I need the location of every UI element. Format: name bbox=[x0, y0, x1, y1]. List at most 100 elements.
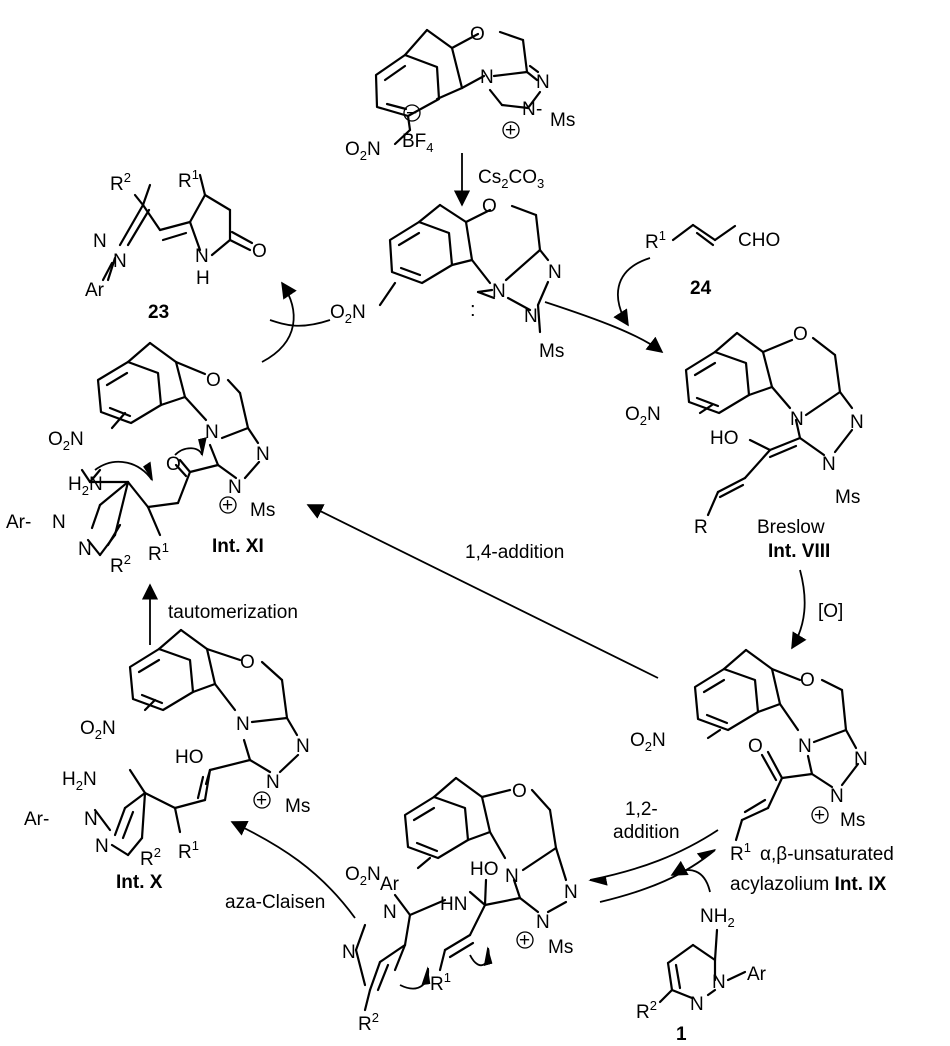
precat-bf4-label: BF4 bbox=[402, 131, 434, 155]
int-x-ho-label: HO bbox=[175, 747, 204, 768]
hemiaminal-ho-label: HO bbox=[470, 859, 499, 880]
hemiaminal-ar-label: Ar bbox=[380, 874, 400, 895]
int-xi-n-atom: N bbox=[205, 422, 219, 443]
int-xi-curly-arrow-1 bbox=[94, 461, 153, 482]
carbene-n-atom: N bbox=[492, 281, 506, 302]
addition-14-arrow bbox=[306, 504, 659, 679]
int-x-ar-label: Ar‑ bbox=[24, 809, 49, 830]
product-n2-atom: N bbox=[113, 251, 127, 272]
int-x-o2n-label: O2N bbox=[80, 718, 116, 742]
int-xi-keto-o: O bbox=[166, 454, 181, 475]
product-n1-atom: N bbox=[93, 231, 107, 252]
product-o-atom: O bbox=[252, 241, 267, 262]
equilibrium-reverse-arrow bbox=[599, 848, 717, 903]
int-xi-r2-label: R2 bbox=[110, 552, 131, 577]
int-x-r1-label: R1 bbox=[178, 838, 199, 863]
product-nh-n: N bbox=[195, 246, 209, 267]
aminopyrazole-nh2-label: NH2 bbox=[700, 906, 735, 930]
carbene-o2n-label: O2N bbox=[330, 302, 366, 326]
int-xi-ms-label: Ms bbox=[250, 500, 275, 521]
precat-minus-circle bbox=[403, 104, 421, 122]
int-xi-curly-arrow-2 bbox=[174, 437, 207, 457]
product-nh-h: H bbox=[196, 268, 210, 289]
int-xi-n-pyrazole: N bbox=[52, 512, 66, 533]
hemiaminal-curly-arrow-1 bbox=[399, 966, 431, 990]
product-release-arrow bbox=[261, 281, 297, 363]
hemiaminal-structure bbox=[354, 776, 568, 1012]
int-ix-n2-atom: N bbox=[854, 749, 868, 770]
int-x-n2-atom: N bbox=[296, 736, 310, 757]
carbene-ms-label: Ms bbox=[539, 341, 564, 362]
precatalyst-structure bbox=[374, 28, 542, 146]
hemiaminal-ms-label: Ms bbox=[548, 937, 573, 958]
tautomerization-label: tautomerization bbox=[168, 602, 298, 623]
aldehyde-cho-label: CHO bbox=[738, 230, 780, 251]
aminopyrazole-n2-atom: N bbox=[690, 994, 704, 1015]
int-x-n-atom: N bbox=[236, 714, 250, 735]
oxidation-arrow bbox=[791, 569, 807, 650]
compound-23-label: 23 bbox=[148, 302, 169, 323]
int-xi-ar-label: Ar‑ bbox=[6, 512, 31, 533]
int-xi-plus-circle bbox=[219, 496, 237, 514]
product-23-structure bbox=[101, 173, 254, 282]
precat-o2n-label: O2N bbox=[345, 139, 381, 163]
int-x-ms-label: Ms bbox=[285, 796, 310, 817]
release-arrow-a bbox=[269, 319, 331, 327]
precat-ms-label: ‑ bbox=[536, 99, 542, 120]
breslow-ho-label: HO bbox=[710, 428, 739, 449]
precat-n-atom: N bbox=[480, 67, 494, 88]
int-x-r2-label: R2 bbox=[140, 845, 161, 870]
breslow-o2n-label: O2N bbox=[625, 404, 661, 428]
precat-plus-circle bbox=[502, 121, 520, 139]
oxidant-label: [O] bbox=[818, 601, 843, 622]
hemiaminal-o2n-label: O2N bbox=[345, 864, 381, 888]
hemiaminal-curly-arrow-2 bbox=[469, 946, 493, 967]
int-x-o-atom: O bbox=[240, 652, 255, 673]
int-x-plus-sign: + bbox=[256, 790, 267, 811]
aminopyrazole-r2-label: R2 bbox=[636, 998, 657, 1023]
breslow-n2-atom: N bbox=[850, 412, 864, 433]
aminopyrazole-1-structure bbox=[658, 928, 747, 1004]
breslow-n-atom: N bbox=[790, 409, 804, 430]
hemiaminal-o-atom: O bbox=[512, 781, 527, 802]
product-ar-label: Ar bbox=[85, 280, 105, 301]
precat-n-ms-atom: N bbox=[522, 99, 536, 120]
product-r1-label: R1 bbox=[178, 167, 199, 192]
breslow-label-line2: Int. VIII bbox=[768, 541, 830, 562]
precat-o-atom: O bbox=[470, 24, 485, 45]
int-ix-label-line1: α,β-unsaturated bbox=[760, 844, 894, 865]
int-xi-h2n-label: H2N bbox=[68, 474, 103, 498]
carbene-o-atom: O bbox=[482, 196, 497, 217]
carbene-to-breslow-arrow bbox=[544, 301, 664, 353]
int-x-n3-atom: N bbox=[266, 772, 280, 793]
int-x-plus-circle bbox=[253, 791, 271, 809]
int-ix-r1-label: R1 bbox=[730, 840, 751, 865]
addition-12-line1: 1,2- bbox=[625, 799, 658, 820]
equilibrium-forward-arrow bbox=[588, 829, 719, 886]
int-x-label: Int. X bbox=[116, 872, 163, 893]
hemiaminal-n-pyrazole: N bbox=[383, 902, 397, 923]
int-xi-r1-label: R1 bbox=[148, 540, 169, 565]
int-xi-n2-pyrazole: N bbox=[78, 539, 92, 560]
breslow-label-line1: Breslow bbox=[757, 517, 825, 538]
product-r2-label: R2 bbox=[110, 170, 131, 195]
int-xi-n2-atom: N bbox=[256, 444, 270, 465]
base-label: Cs2CO3 bbox=[478, 167, 544, 191]
int-x-n2-pyrazole: N bbox=[95, 836, 109, 857]
aminopyrazole-ar-label: Ar bbox=[747, 964, 767, 985]
hemiaminal-n3-atom: N bbox=[536, 912, 550, 933]
breslow-r-label: R bbox=[694, 517, 708, 538]
precat-plus-sign: + bbox=[505, 120, 516, 141]
int-ix-label-line2: acylazolium Int. IX bbox=[730, 874, 887, 895]
aldehyde-24-structure bbox=[671, 223, 737, 247]
int-ix-n3-atom: N bbox=[830, 786, 844, 807]
aza-claisen-arrow bbox=[230, 820, 356, 919]
int-xi-n3-atom: N bbox=[228, 477, 242, 498]
hemiaminal-plus-circle bbox=[516, 931, 534, 949]
int-ix-plus-sign: + bbox=[814, 805, 825, 826]
int-xi-label: Int. XI bbox=[212, 536, 264, 557]
int-ix-o-atom: O bbox=[800, 670, 815, 691]
aldehyde-r1-label: R1 bbox=[645, 228, 666, 253]
int-xi-o2n-label: O2N bbox=[48, 429, 84, 453]
